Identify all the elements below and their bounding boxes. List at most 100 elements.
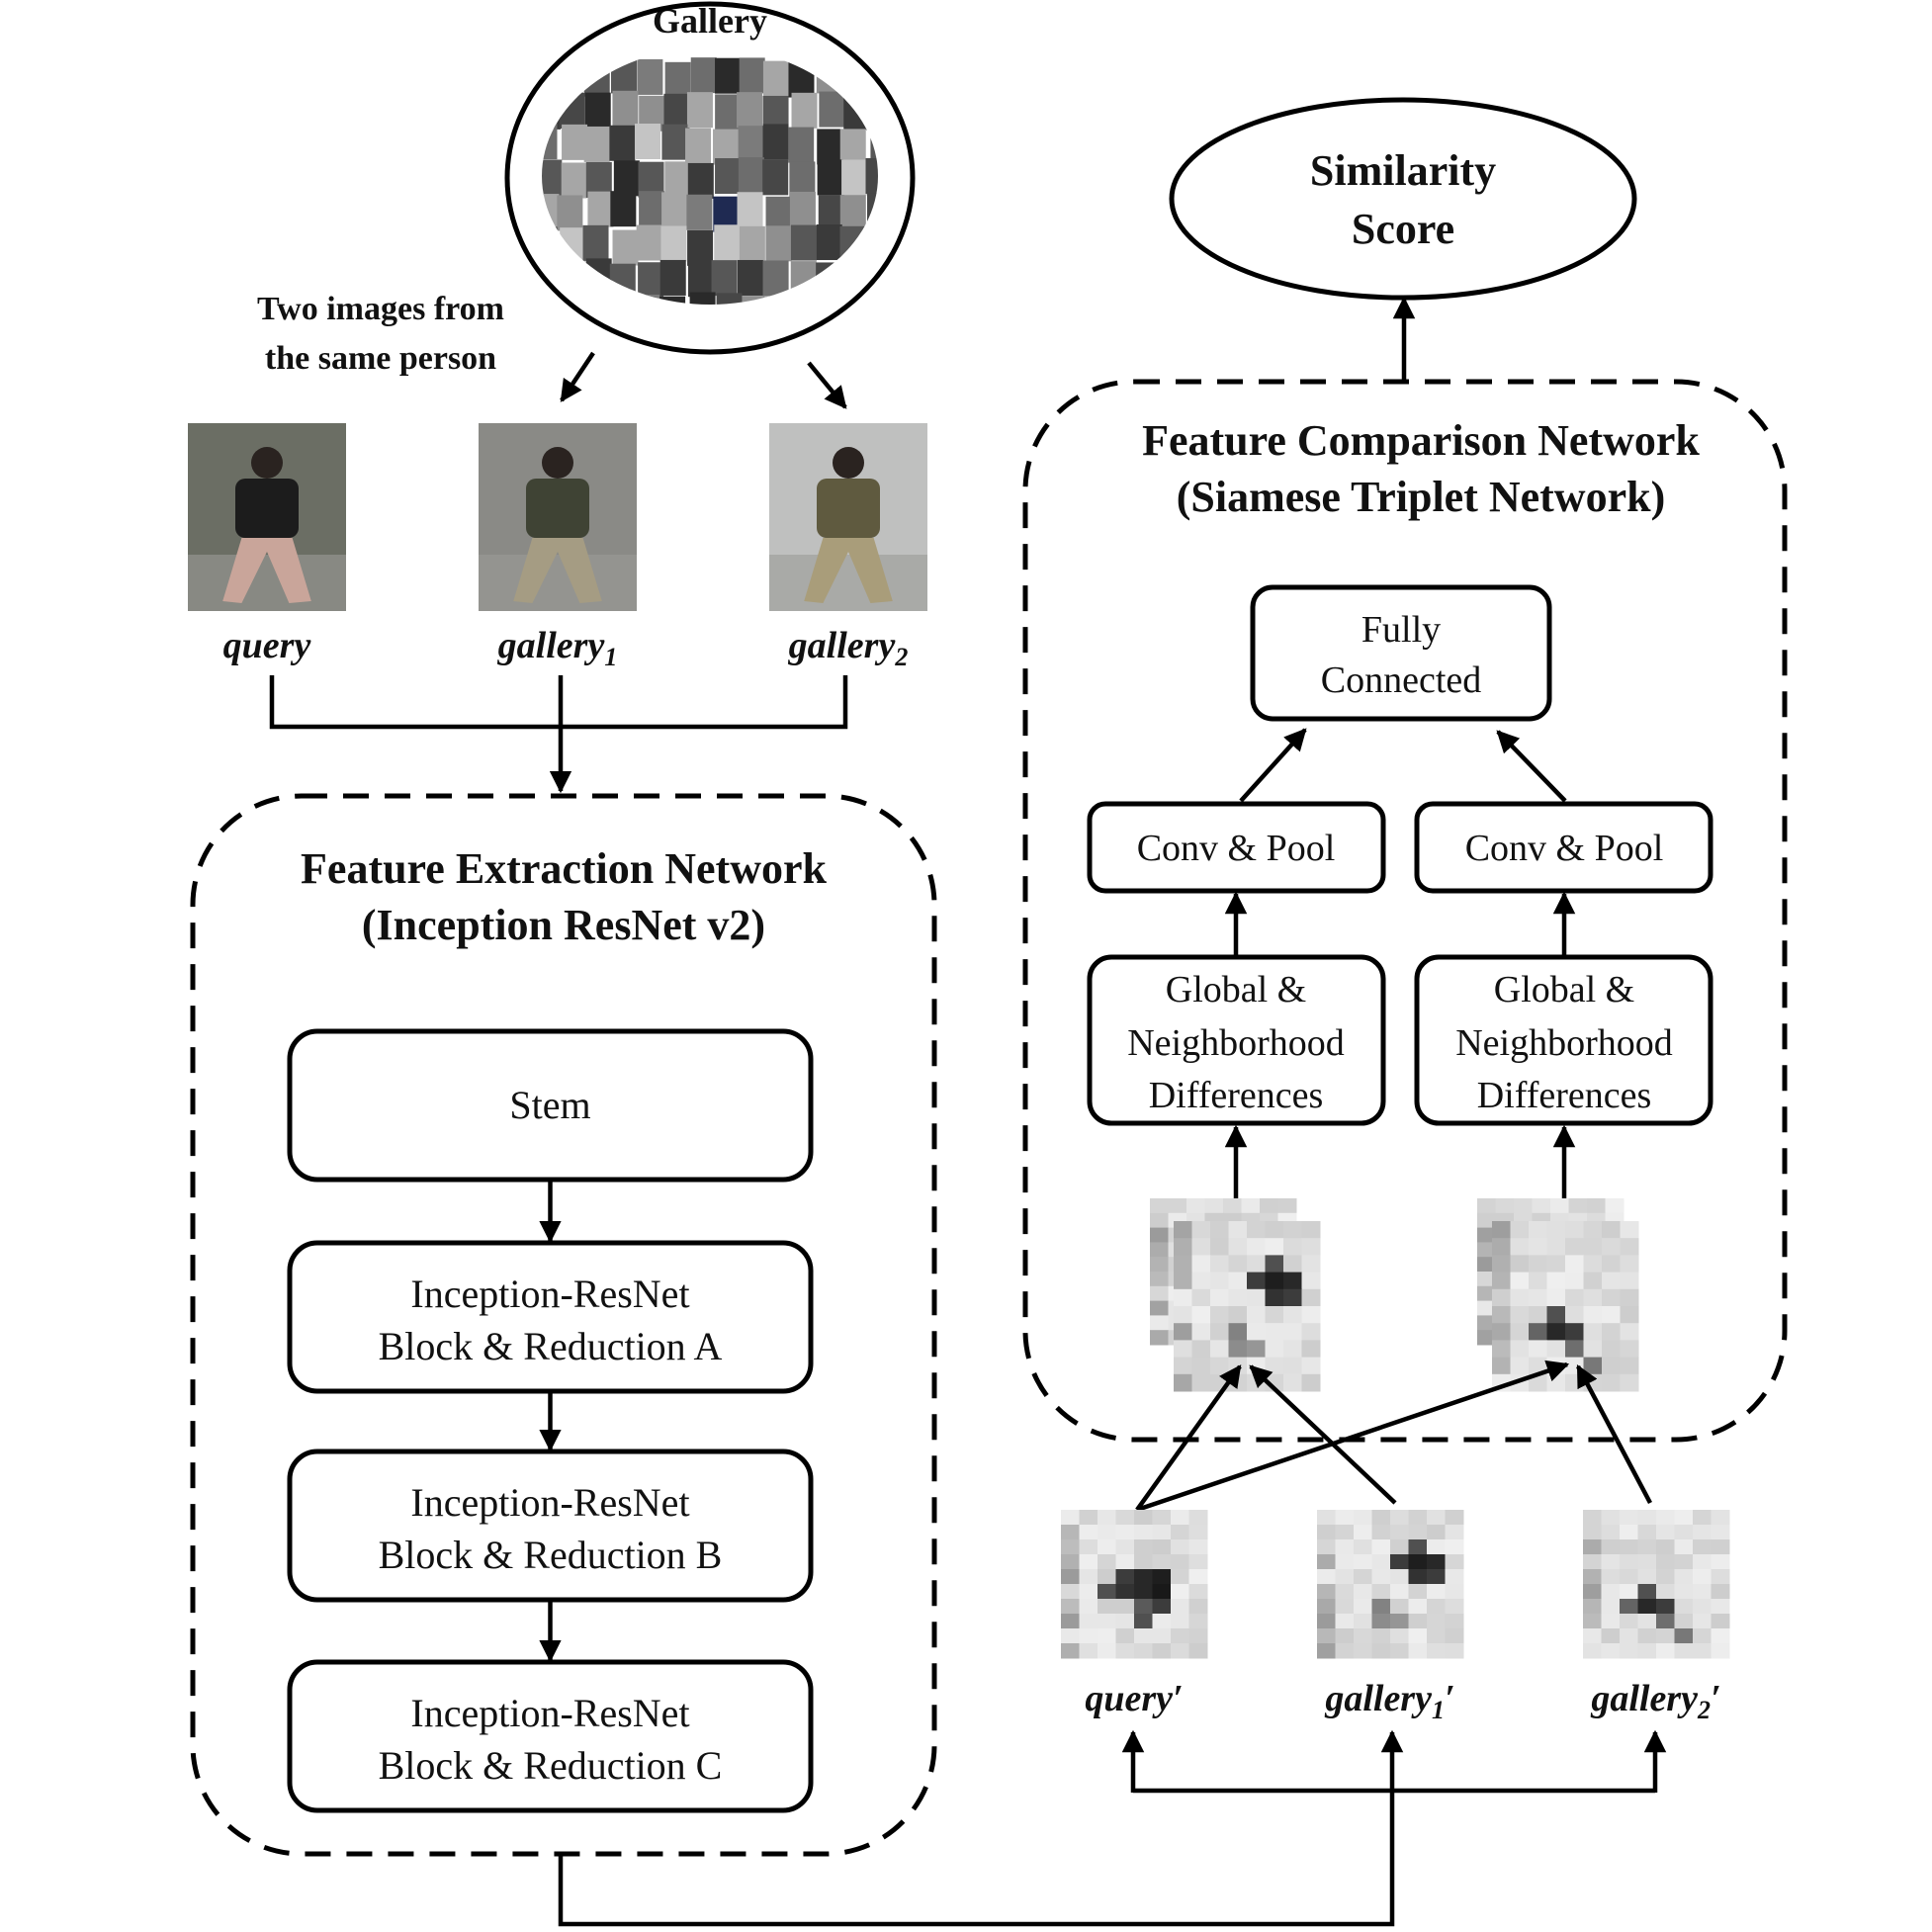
- difference-map-2-front: [1492, 1221, 1639, 1392]
- feature-pixel: [1495, 1198, 1515, 1214]
- feature-pixel: [1620, 1272, 1639, 1290]
- input-label-subscript: 1: [604, 643, 617, 671]
- feature-pixel: [1693, 1628, 1712, 1644]
- feature-comparison-container: [1022, 379, 1788, 1443]
- feature-pixel: [1711, 1584, 1730, 1600]
- feature-pixel: [1371, 1525, 1391, 1540]
- feature-pixel: [1583, 1554, 1602, 1570]
- feature-pixel: [1427, 1599, 1446, 1615]
- feature-pixel: [1583, 1221, 1603, 1239]
- gallery-tile: [687, 162, 714, 199]
- feature-pixel: [1188, 1643, 1208, 1659]
- feature-pixel: [1492, 1323, 1511, 1341]
- feature-pixel: [1335, 1539, 1355, 1555]
- feature-pixel: [1427, 1539, 1446, 1555]
- feature-pixel: [1711, 1628, 1730, 1644]
- feature-pixel: [1620, 1643, 1638, 1659]
- feature-pixel: [1693, 1539, 1712, 1555]
- feature-pixel: [1529, 1221, 1547, 1239]
- gallery-tile: [868, 293, 878, 305]
- feature-pixel: [1061, 1539, 1080, 1555]
- feature-pixel: [1134, 1539, 1153, 1555]
- feature-pixel: [1620, 1288, 1639, 1307]
- feature-pixel: [1301, 1238, 1321, 1256]
- feature-pixel: [1408, 1510, 1428, 1526]
- feature-pixel: [1445, 1643, 1464, 1659]
- comparison-subtitle: (Siamese Triplet Network): [1177, 473, 1665, 521]
- feature-map-query: [1061, 1510, 1208, 1659]
- extraction-to-features-connector: [558, 1791, 1395, 1927]
- feature-pixel: [1427, 1525, 1446, 1540]
- feature-pixel: [1283, 1221, 1302, 1239]
- feature-pixel: [1583, 1288, 1603, 1307]
- input-image-person-gallery2: [769, 423, 927, 611]
- feature-pixel: [1408, 1525, 1428, 1540]
- feature-pixel: [1228, 1238, 1248, 1256]
- feature-pixel: [1152, 1510, 1172, 1526]
- feature-pixel: [1265, 1238, 1284, 1256]
- gallery-tile: [843, 94, 870, 131]
- feature-pixel: [1390, 1569, 1409, 1585]
- feature-pixel: [1317, 1510, 1336, 1526]
- gallery-tile: [816, 262, 842, 299]
- feature-pixel: [1260, 1198, 1278, 1214]
- feature-pixel: [1637, 1510, 1657, 1526]
- feature-pixel: [1317, 1599, 1336, 1615]
- feature-pixel: [1565, 1340, 1584, 1359]
- feature-pixel: [1427, 1643, 1446, 1659]
- feature-pixel: [1115, 1510, 1135, 1526]
- person-torso-icon: [235, 479, 299, 538]
- gallery-caption-line1: Two images from: [257, 291, 504, 327]
- gallery-tile: [711, 260, 738, 297]
- differences-1-line2: Neighborhood: [1127, 1022, 1345, 1064]
- difference-map-1-front: [1174, 1221, 1321, 1392]
- feature-pixel: [1317, 1525, 1336, 1540]
- feature-pixel: [1565, 1306, 1584, 1324]
- feature-pixel: [1371, 1628, 1391, 1644]
- extraction-block-3: [287, 1449, 814, 1603]
- feature-pixel: [1427, 1584, 1446, 1600]
- feature-pixel: [1115, 1525, 1135, 1540]
- feature-pixel: [1492, 1357, 1511, 1375]
- feature-pixel: [1228, 1323, 1248, 1341]
- gallery-tile: [789, 191, 816, 227]
- arrow-gallery-to-gallery1: [560, 351, 595, 402]
- gallery-tile: [687, 261, 714, 298]
- feature-label-subscript: 2: [1697, 1696, 1711, 1724]
- gallery-tile: [661, 192, 688, 228]
- extraction-block-4: [287, 1659, 814, 1813]
- feature-pixel: [1445, 1539, 1464, 1555]
- gallery-tile: [634, 124, 660, 160]
- person-torso-icon: [817, 479, 880, 538]
- feature-pixel: [1620, 1238, 1639, 1256]
- feature-pixel: [1335, 1584, 1355, 1600]
- feature-pixel: [1427, 1628, 1446, 1644]
- feature-pixel: [1620, 1584, 1638, 1600]
- gallery-tile: [608, 294, 635, 305]
- feature-pixel: [1477, 1212, 1496, 1229]
- feature-pixel: [1171, 1628, 1189, 1644]
- feature-pixel: [1079, 1569, 1098, 1585]
- gallery-tile: [663, 93, 690, 130]
- feature-pixel: [1477, 1330, 1496, 1346]
- feature-pixel: [1283, 1373, 1302, 1392]
- feature-pixel: [1565, 1288, 1584, 1307]
- feature-pixel: [1674, 1614, 1694, 1629]
- feature-pixel: [1620, 1510, 1638, 1526]
- person-head-icon: [542, 447, 573, 479]
- gallery-tile: [762, 260, 789, 297]
- feature-pixel: [1568, 1198, 1588, 1214]
- feature-pixel: [1529, 1373, 1547, 1392]
- feature-pixel: [1150, 1330, 1169, 1346]
- feature-pixel: [1601, 1599, 1621, 1615]
- gallery-tile: [584, 92, 611, 129]
- feature-pixel: [1150, 1285, 1169, 1302]
- feature-pixel: [1620, 1525, 1638, 1540]
- feature-pixel: [1546, 1306, 1566, 1324]
- feature-pixel: [1354, 1584, 1372, 1600]
- arrow-convpool1-to-fc: [1239, 728, 1307, 803]
- feature-pixel: [1317, 1584, 1336, 1600]
- feature-pixel: [1408, 1614, 1428, 1629]
- feature-pixel: [1492, 1288, 1511, 1307]
- feature-pixel: [1188, 1525, 1208, 1540]
